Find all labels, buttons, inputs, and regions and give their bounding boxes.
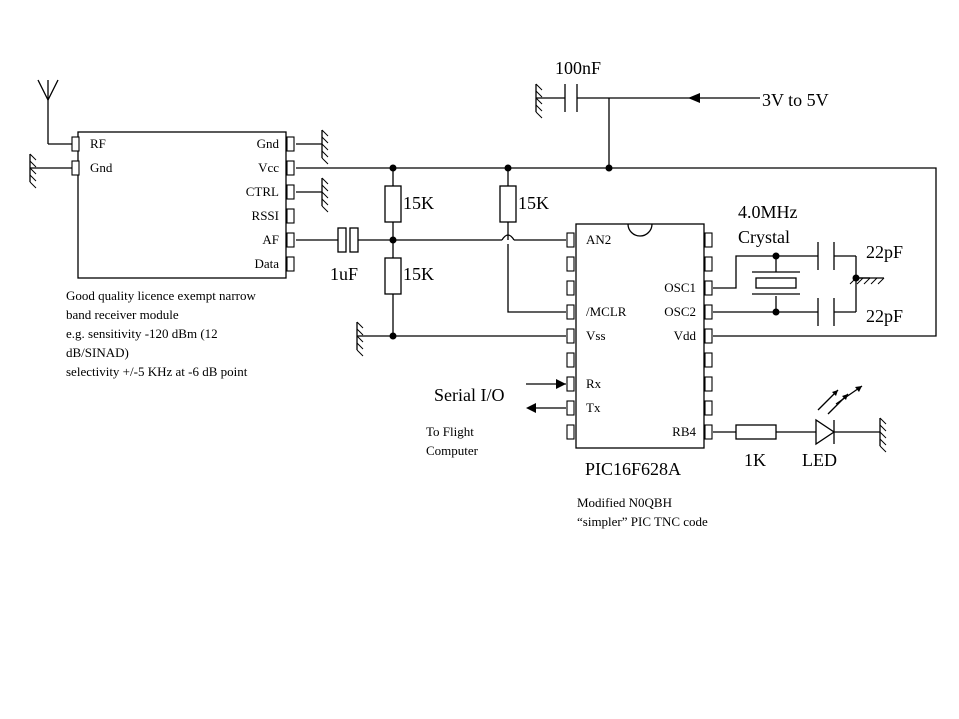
module-pin-data: Data bbox=[254, 256, 279, 271]
arrow-icon bbox=[688, 93, 700, 103]
module-pin-rssi: RSSI bbox=[252, 208, 279, 223]
ground-led-icon bbox=[879, 417, 887, 453]
module-pin-gnd-left: Gnd bbox=[90, 160, 113, 175]
serial-dest-line: Computer bbox=[426, 443, 479, 458]
junctions bbox=[389, 164, 860, 340]
pic-pin-mclr: /MCLR bbox=[586, 304, 627, 319]
serial-section: Serial I/O To Flight Computer bbox=[426, 379, 566, 458]
pic-pin-tx: Tx bbox=[586, 400, 601, 415]
pic-pin-vdd: Vdd bbox=[674, 328, 697, 343]
divider-section: 15K 15K 1uF 15K bbox=[330, 185, 549, 295]
pic-note-line: “simpler” PIC TNC code bbox=[577, 514, 708, 529]
module-pin-vcc: Vcc bbox=[258, 160, 279, 175]
led-label: LED bbox=[802, 450, 837, 470]
serial-dest-line: To Flight bbox=[426, 424, 474, 439]
led-resistor-label: 1K bbox=[744, 450, 766, 470]
ground-module-left-icon bbox=[29, 153, 37, 189]
pic-pin-rb4: RB4 bbox=[672, 424, 696, 439]
module-pin-ctrl: CTRL bbox=[246, 184, 279, 199]
divider-lower-resistor-label: 15K bbox=[403, 264, 434, 284]
pic-pin-osc2: OSC2 bbox=[664, 304, 696, 319]
crystal-freq: 4.0MHz bbox=[738, 202, 798, 222]
ground-100nf-icon bbox=[535, 83, 543, 119]
module-desc-line: Good quality licence exempt narrow bbox=[66, 288, 256, 303]
crystal-icon bbox=[755, 277, 797, 289]
crystal-cap-top-label: 22pF bbox=[866, 242, 903, 262]
ground-vss-icon bbox=[356, 321, 364, 357]
pic-note-line: Modified N0QBH bbox=[577, 495, 672, 510]
ground-module-right-icon bbox=[321, 129, 329, 165]
pic-pin-rx: Rx bbox=[586, 376, 602, 391]
coupling-cap-label: 1uF bbox=[330, 264, 358, 284]
module-pin-gnd: Gnd bbox=[257, 136, 280, 151]
rx-arrow-icon bbox=[556, 379, 566, 389]
module-desc-line: band receiver module bbox=[66, 307, 179, 322]
pullup-resistor-label: 15K bbox=[518, 193, 549, 213]
pic-name: PIC16F628A bbox=[585, 459, 681, 479]
supply-voltage-label: 3V to 5V bbox=[762, 90, 829, 110]
module-pin-af: AF bbox=[262, 232, 279, 247]
module-desc-line: dB/SINAD) bbox=[66, 345, 129, 360]
pic-pin-an2: AN2 bbox=[586, 232, 611, 247]
divider-upper-resistor-label: 15K bbox=[403, 193, 434, 213]
module-desc-line: e.g. sensitivity -120 dBm (12 bbox=[66, 326, 218, 341]
pic-pin-vss: Vss bbox=[586, 328, 606, 343]
receiver-module: RF Gnd Gnd Vcc CTRL RSSI AF Data Good qu… bbox=[66, 131, 295, 379]
serial-label: Serial I/O bbox=[434, 385, 504, 405]
ground-ctrl-icon bbox=[321, 177, 329, 213]
led-icon bbox=[815, 418, 836, 446]
crystal-cap-bottom-label: 22pF bbox=[866, 306, 903, 326]
pic-pin-osc1: OSC1 bbox=[664, 280, 696, 295]
module-desc-line: selectivity +/-5 KHz at -6 dB point bbox=[66, 364, 248, 379]
crystal-label: Crystal bbox=[738, 227, 790, 247]
led-section: 1K LED bbox=[735, 385, 863, 470]
crystal-section: 4.0MHz Crystal 22pF 22pF bbox=[738, 202, 903, 326]
supply-cap-label: 100nF bbox=[555, 58, 601, 78]
led-resistor bbox=[735, 424, 777, 440]
supply-section: 100nF 3V to 5V bbox=[555, 58, 829, 112]
module-pin-rf: RF bbox=[90, 136, 106, 151]
tx-arrow-icon bbox=[526, 403, 536, 413]
pic-chip: AN2 /MCLR Vss Rx Tx OSC1 OSC2 Vdd RB4 PI… bbox=[566, 223, 713, 529]
